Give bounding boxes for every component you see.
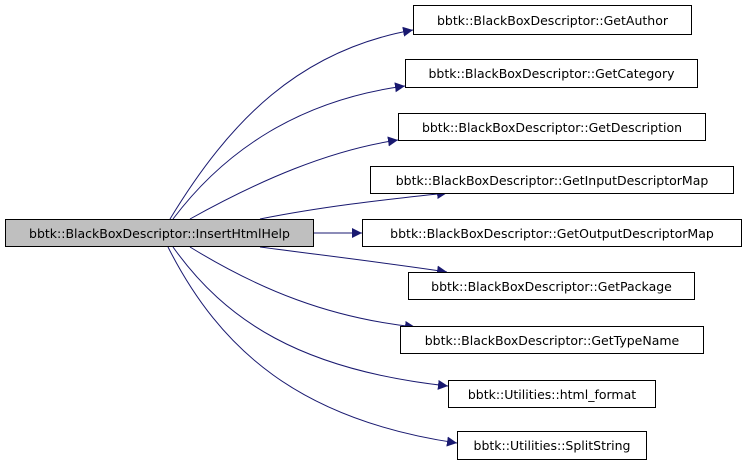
edge-getdescription — [189, 136, 399, 220]
edge-gettypename — [189, 246, 416, 331]
node-getoutputdescriptormap[interactable]: bbtk::BlackBoxDescriptor::GetOutputDescr… — [362, 219, 742, 247]
node-getpackage[interactable]: bbtk::BlackBoxDescriptor::GetPackage — [408, 272, 695, 300]
node-getinputdescriptormap[interactable]: bbtk::BlackBoxDescriptor::GetInputDescri… — [370, 166, 734, 194]
node-getauthor[interactable]: bbtk::BlackBoxDescriptor::GetAuthor — [413, 5, 692, 35]
edge-getpackage — [259, 246, 448, 276]
node-getcategory[interactable]: bbtk::BlackBoxDescriptor::GetCategory — [405, 59, 698, 88]
edge-getinputdescriptormap — [259, 189, 448, 220]
node-splitstring[interactable]: bbtk::Utilities::SplitString — [457, 431, 647, 460]
edge-getcategory — [172, 82, 406, 220]
node-getdescription[interactable]: bbtk::BlackBoxDescriptor::GetDescription — [398, 113, 706, 141]
edge-getauthor — [169, 26, 414, 220]
node-gettypename[interactable]: bbtk::BlackBoxDescriptor::GetTypeName — [400, 326, 704, 354]
edge-html-format — [172, 246, 449, 390]
node-inserthtmlhelp[interactable]: bbtk::BlackBoxDescriptor::InsertHtmlHelp — [5, 219, 314, 247]
node-html-format[interactable]: bbtk::Utilities::html_format — [448, 380, 656, 408]
edge-splitstring — [167, 246, 458, 447]
